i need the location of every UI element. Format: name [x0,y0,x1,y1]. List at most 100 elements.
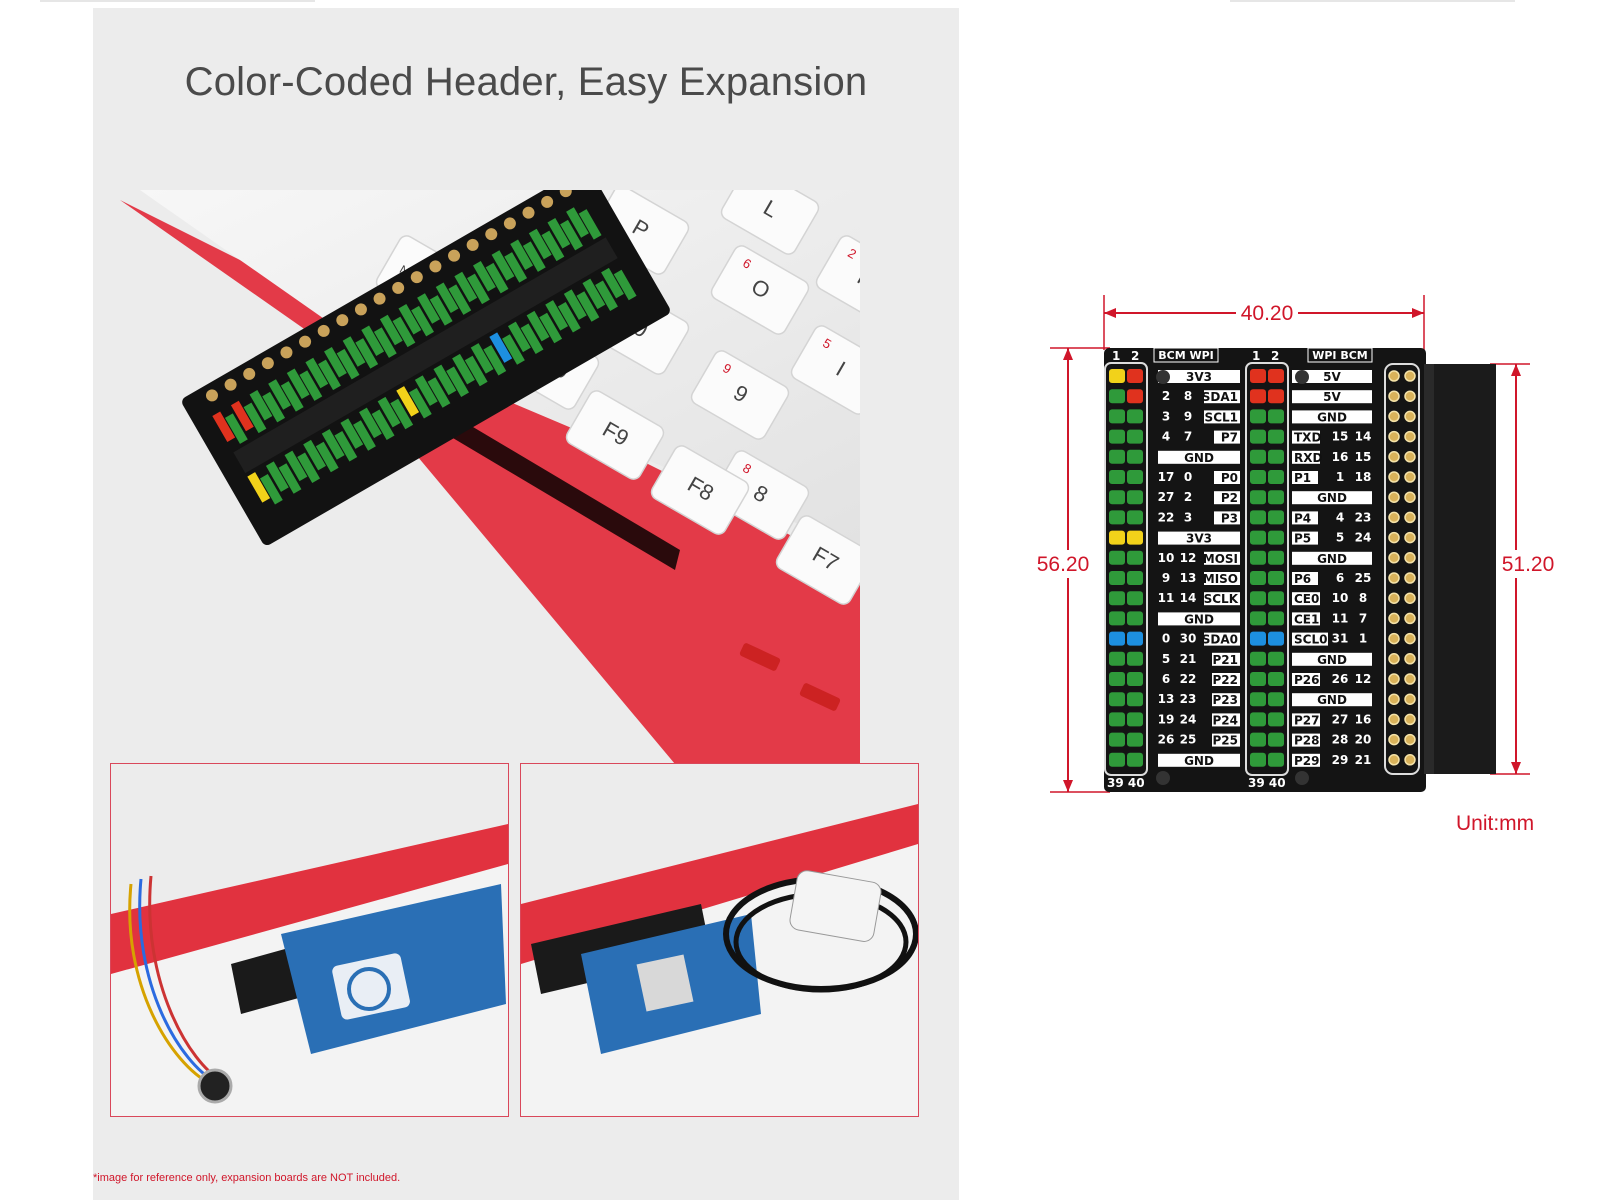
pin-bcm-number: 16 [1355,712,1372,726]
pin-left-even [1127,530,1143,545]
hero-pin [510,239,534,270]
pin-bcm-number: 3 [1162,409,1170,423]
thumbnail-nfc [110,763,509,1117]
hero-gold-pin [466,238,479,251]
hero-pin [361,325,385,356]
gold-pin [1388,552,1400,564]
pin-left-odd [1109,429,1125,444]
pin-bcm-number: 23 [1355,510,1372,524]
pin-right-odd [1250,712,1266,727]
pin-right-even [1268,732,1284,747]
pin-wpi-number: 0 [1184,470,1192,484]
pin-function-label: P1 [1294,471,1311,485]
pin-label-bar [1158,531,1240,545]
hero-pin [446,366,469,398]
pin-function-label: P29 [1294,754,1320,768]
gps-antenna [789,870,882,942]
hero-pin [340,418,364,449]
hero-pin [336,348,360,380]
gold-pin [1388,693,1400,705]
pin-function-label: P28 [1294,734,1320,748]
pin-bcm-number: 1 [1359,632,1367,646]
pin-wpi-number: 25 [1180,733,1197,747]
pin-wpi-number: 8 [1184,389,1192,403]
hero-pin [526,310,550,342]
pin-label-bar [1292,491,1372,505]
pin-label-bar [1158,612,1240,626]
hero-gold-pin [243,367,256,380]
gold-pin [1404,410,1416,423]
pin-left-even [1127,369,1143,383]
height-right-label: 51.20 [1502,553,1555,576]
gold-pin [1388,592,1400,604]
pin-function-label: P26 [1294,673,1320,687]
fingerprint-sensor [197,1068,233,1104]
pin-function-label: TXD [1294,431,1321,445]
gold-pin [1404,713,1416,726]
hero-pin [297,452,321,484]
gold-pin [1388,410,1400,423]
pin-wpi-number: 3 [1184,510,1192,524]
keyboard-key: F9 [565,390,665,480]
pin-left-even [1127,429,1143,444]
pin-wpi-number: 5 [1336,531,1344,545]
mounting-hole [1156,370,1170,384]
pin-wpi-number: 16 [1332,450,1349,464]
hero-pin [485,262,509,294]
pin-left-odd [1109,510,1125,525]
pin-label-box [1292,572,1318,585]
pin-bcm-number: 0 [1162,632,1170,646]
pin-right-even [1268,490,1284,505]
pin-wpi-number: 6 [1336,571,1344,585]
pin-function-label: P7 [1221,431,1238,445]
hero-gold-pin [373,292,386,305]
pin-label-bar [1158,753,1240,767]
hero-pin [483,345,507,376]
side-port [799,683,841,711]
hero-pin [224,413,248,444]
hero-pin [398,303,422,335]
hero-pin [452,353,475,385]
pin-wpi-number: 11 [1332,611,1349,625]
width-label: 40.20 [1241,302,1294,325]
gold-pin [1404,653,1416,665]
hero-gold-pin [429,260,442,273]
pin-label-box [1292,713,1320,727]
pin-label-box [1212,713,1240,727]
hero-pin [582,278,606,310]
gold-pin [1388,673,1400,685]
top-border-right [1230,0,1515,2]
gold-pin [1404,612,1416,625]
pin-function-label: P21 [1213,653,1239,667]
pin-left-odd [1109,530,1125,545]
pin-function-label: P22 [1213,673,1239,687]
pin-wpi-number: 29 [1332,753,1349,767]
right-header-label: WPI BCM [1312,349,1368,362]
gold-pin [1388,471,1400,483]
hero-pin [429,295,453,326]
pin-label-box [1292,612,1320,626]
pin-label-box [1292,511,1318,525]
mounting-hole [1295,370,1309,384]
pin-right-odd [1250,490,1266,505]
pin-left-odd [1109,490,1125,505]
hero-pin [305,357,329,389]
hero-gold-pin [317,324,330,337]
hero-pin [578,209,602,240]
pin-left-odd [1109,732,1125,747]
hero-pin [377,396,401,428]
pin-label-bar [1158,450,1240,464]
left-header-pin2: 2 [1131,349,1139,363]
gold-pin [1388,430,1400,443]
pin-function-label: P4 [1294,511,1311,525]
right-footer-label: 39 40 [1248,776,1286,790]
pin-right-odd [1250,429,1266,444]
hero-pin [541,230,565,262]
hero-pin [392,316,416,348]
gold-pin [1404,673,1416,685]
pin-bcm-number: 14 [1355,430,1372,444]
pin-bcm-number: 15 [1355,450,1372,464]
pin-left-odd [1109,712,1125,727]
pin-bcm-number: 12 [1355,672,1372,686]
pin-label-box [1204,572,1240,585]
